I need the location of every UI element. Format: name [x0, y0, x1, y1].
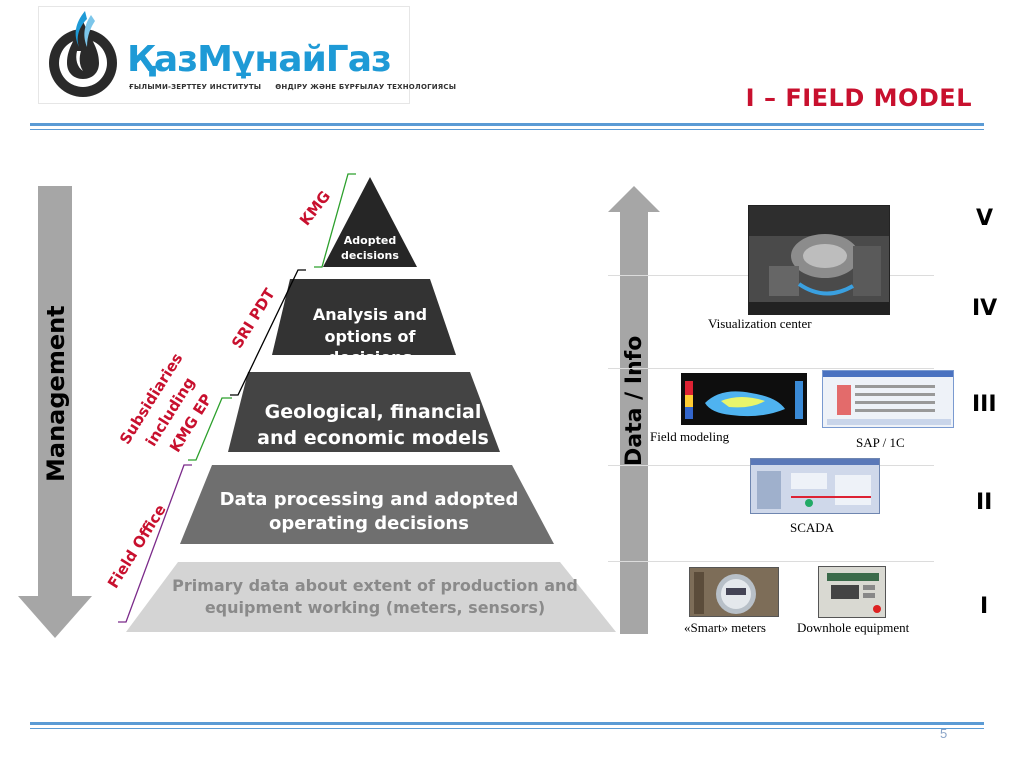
logo-wordmark: ҚазМұнайГаз: [127, 39, 392, 80]
data-info-arrow-icon: [608, 186, 660, 634]
header-divider: [30, 123, 984, 126]
pyramid-level-3-label: Geological, financial and economic model…: [257, 401, 489, 449]
company-logo: ҚазМұнайГаз ҒЫЛЫМИ-ЗЕРТТЕУ ИНСТИТУТЫ ӨНДІ…: [38, 6, 456, 104]
level-separator: [608, 368, 934, 369]
level-v-numeral: V: [976, 206, 994, 231]
visualization-center-image: [748, 205, 890, 315]
footer-divider-thin: [30, 728, 984, 729]
level-iv-numeral: IV: [972, 296, 998, 321]
pyramid-level-2: [180, 465, 554, 544]
pyramid-level-4: [272, 279, 456, 355]
header-divider-thin: [30, 129, 984, 130]
level-iii-numeral: III: [972, 392, 997, 417]
pyramid-level-5: [323, 177, 417, 267]
downhole-equipment-image: [818, 566, 886, 618]
oil-drop-logo-icon: [49, 11, 117, 97]
field-modeling-image: [681, 373, 807, 425]
footer-divider: [30, 722, 984, 725]
level-separator: [608, 561, 934, 562]
logo-subtitle-left: ҒЫЛЫМИ-ЗЕРТТЕУ ИНСТИТУТЫ: [129, 83, 262, 91]
pyramid-level-1: [126, 562, 616, 632]
management-arrow-icon: [18, 186, 92, 638]
management-label: Management: [42, 305, 70, 482]
visualization-center-caption: Visualization center: [708, 316, 812, 331]
smart-meters-image: [689, 567, 779, 617]
pyramid-diagram: [118, 173, 616, 632]
smart-meters-caption: «Smart» meters: [684, 620, 766, 635]
scada-image: [750, 458, 880, 514]
page-number: 5: [940, 726, 948, 741]
pyramid-level-1-label: Primary data about extent of production …: [172, 576, 578, 617]
sap-1c-caption: SAP / 1C: [856, 435, 905, 450]
level-ii-numeral: II: [976, 490, 993, 515]
slide-title: I – FIELD MODEL: [745, 84, 972, 112]
sri-pdt-bracket: [230, 269, 306, 396]
level-i-numeral: I: [980, 594, 989, 619]
scada-caption: SCADA: [790, 520, 835, 535]
field-office-bracket: [118, 464, 192, 623]
sap-1c-image: [822, 370, 954, 428]
downhole-equipment-caption: Downhole equipment: [797, 620, 910, 635]
kmg-bracket: [314, 173, 356, 268]
pyramid-level-2-label: Data processing and adopted operating de…: [219, 489, 519, 535]
logo-subtitle: ҒЫЛЫМИ-ЗЕРТТЕУ ИНСТИТУТЫ ӨНДІРУ ЖӘНЕ БҰРҒ…: [129, 83, 456, 91]
subsidiaries-bracket: [188, 397, 232, 461]
pyramid-level-4-label: Analysis and options of decisions: [312, 305, 428, 368]
pyramid-level-5-label: Adopted decisions: [341, 234, 399, 262]
field-modeling-caption: Field modeling: [650, 429, 730, 444]
data-info-label: Data / Info: [622, 335, 647, 466]
logo-subtitle-right: ӨНДІРУ ЖӘНЕ БҰРҒЫЛАУ ТЕХНОЛОГИЯСЫ: [275, 83, 457, 91]
pyramid-level-3: [228, 372, 500, 452]
